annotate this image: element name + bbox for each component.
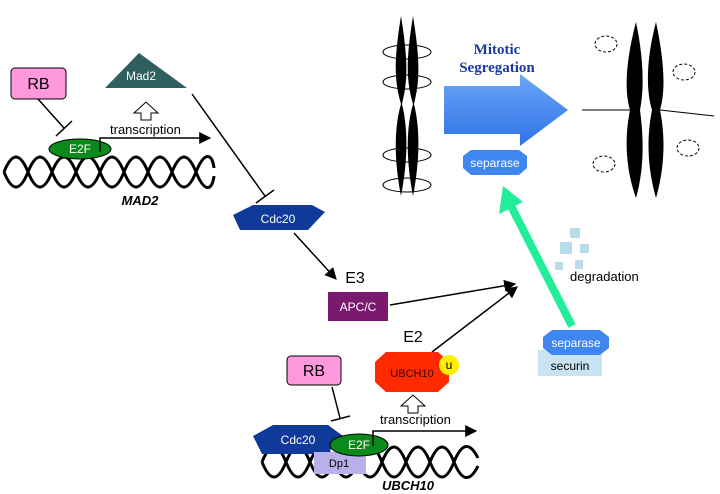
rb-inhibit-e2f-bottom-line xyxy=(331,386,341,419)
ubiquitin-label: u xyxy=(446,358,453,372)
ubch10-label: UBCH10 xyxy=(390,368,433,380)
separase-octagon-top xyxy=(463,150,527,175)
mitotic-segregation-arrow xyxy=(444,74,568,146)
cohesin-ring-4 xyxy=(382,177,432,193)
mad2-label: Mad2 xyxy=(126,69,156,83)
mitotic-title-line1: Mitotic xyxy=(474,42,521,58)
ubch10-to-degradation-arrow xyxy=(431,286,518,353)
securin-label: securin xyxy=(551,359,590,373)
transcription-arrow-bottom xyxy=(372,425,478,446)
dna-helix-mad2 xyxy=(2,155,216,189)
apcc-box xyxy=(328,292,388,321)
spindle-right xyxy=(659,109,715,117)
rb-box-bottom xyxy=(286,355,342,386)
ubch10-module: RB Cdc20 Dp1 E2F transcription UBCH10 xyxy=(253,355,480,493)
mad2-inhibit-cdc20-bar xyxy=(255,189,275,204)
e2f-ellipse-top xyxy=(48,138,112,160)
degradation-fragments xyxy=(555,228,589,270)
rb-inhibit-e2f-bar xyxy=(55,120,73,137)
hollow-up-arrow-ubch10 xyxy=(399,394,427,414)
cohesin-ring-3 xyxy=(382,147,432,163)
apcc-to-degradation-arrow xyxy=(389,279,517,306)
separase-label-top: separase xyxy=(470,156,520,170)
ubiquitin-circle xyxy=(439,355,459,375)
separase-activation-arrow-head xyxy=(499,186,523,214)
transcription-arrow-top xyxy=(99,132,212,152)
cohesin-ring-1 xyxy=(382,44,432,60)
cdc20-label-mid: Cdc20 xyxy=(261,212,296,226)
cdc20-pentagon-bottom xyxy=(253,425,343,454)
apcc-label: APC/C xyxy=(340,300,377,314)
e2f-label-top: E2F xyxy=(69,142,91,156)
separase-label-bottom: separase xyxy=(551,336,601,350)
rb-inhibit-e2f-line xyxy=(37,98,65,129)
released-cohesin-4 xyxy=(676,139,700,157)
mad2-module: RB E2F transcription Mad2 MAD2 xyxy=(2,53,216,208)
degradation-label: degradation xyxy=(570,269,639,284)
e3-label: E3 xyxy=(345,270,365,287)
rb-label-top: RB xyxy=(27,76,49,93)
dp1-label: Dp1 xyxy=(329,458,349,470)
cdc20-to-apcc-arrow xyxy=(293,232,337,280)
rb-inhibit-e2f-bottom-bar xyxy=(330,415,351,422)
mitotic-title-line2: Segregation xyxy=(459,60,535,76)
cdc20-label-bottom: Cdc20 xyxy=(281,433,316,447)
mad2-inhibit-cdc20-line xyxy=(191,93,266,197)
cohesin-ring-2 xyxy=(382,74,432,90)
separase-activation-arrow-shaft xyxy=(507,204,576,328)
released-cohesin-3 xyxy=(592,155,616,173)
transcription-label-bottom: transcription xyxy=(380,412,451,427)
mad2-gene-label: MAD2 xyxy=(122,193,160,208)
cdc20-pentagon-mid xyxy=(233,205,325,230)
released-cohesin-2 xyxy=(672,63,696,81)
mad2-triangle xyxy=(105,53,187,88)
separase-octagon-bottom xyxy=(543,330,609,355)
chromosome-pair-right xyxy=(582,22,715,198)
ubch10-octagon xyxy=(375,352,449,392)
e2-label: E2 xyxy=(403,329,423,346)
rb-label-bottom: RB xyxy=(303,363,325,380)
dp1-box xyxy=(314,452,366,474)
transcription-label-top: transcription xyxy=(110,122,181,137)
chromosome-pair-left xyxy=(382,16,432,196)
released-cohesin-1 xyxy=(594,35,618,53)
e2f-label-bottom: E2F xyxy=(348,438,370,452)
hollow-up-arrow-mad2 xyxy=(132,101,160,121)
ubch10-gene-label: UBCH10 xyxy=(382,478,435,493)
